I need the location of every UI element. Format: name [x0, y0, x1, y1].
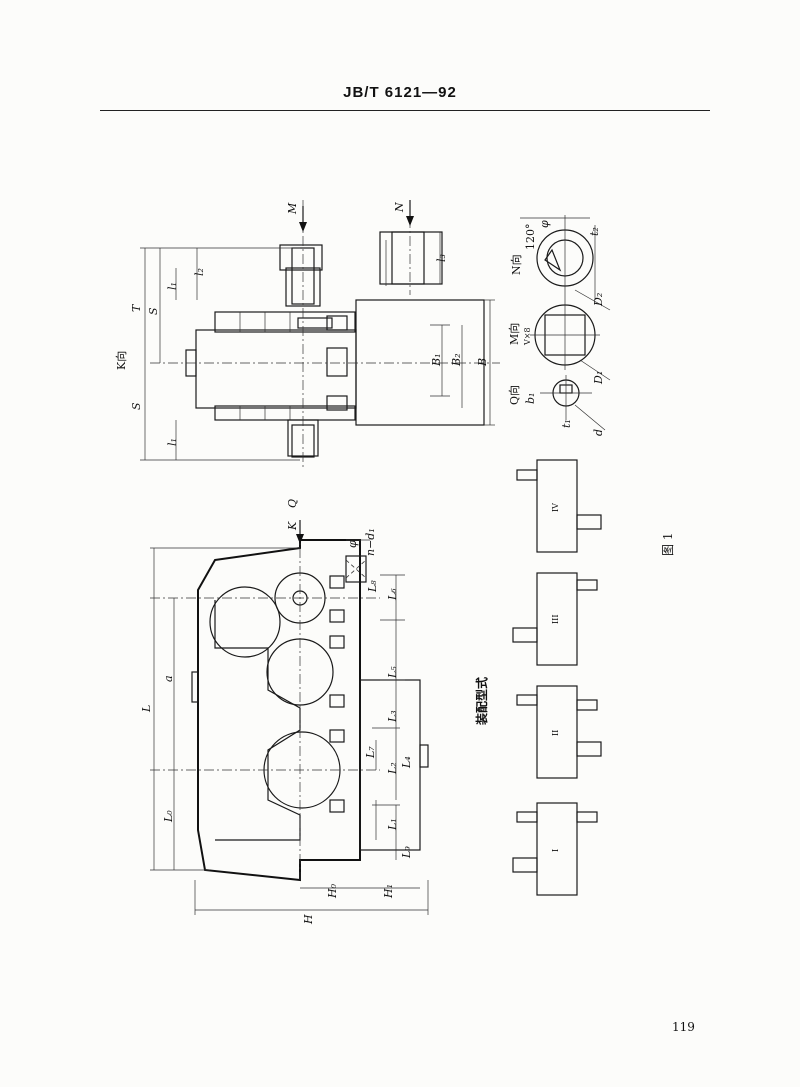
- dim-n-d1: n−d₁: [364, 528, 377, 556]
- dim-L7: L₇: [364, 746, 377, 759]
- assembly-forms: [512, 459, 602, 896]
- dim-L9: L₉: [400, 846, 413, 859]
- dim-L4: L₄: [400, 756, 413, 769]
- dim-L2: L₂: [386, 762, 399, 775]
- assembly-form-iv: [536, 459, 578, 553]
- dim-l2: l₂: [193, 268, 206, 276]
- dim-H0: H₀: [326, 883, 339, 899]
- n-view-shaft: [379, 231, 443, 285]
- gear-stack-bottom: [214, 405, 356, 421]
- phi-q-label: φ: [346, 540, 359, 548]
- assembly-form-iv-label: IV: [551, 503, 560, 512]
- inner-bearing-box: [326, 347, 348, 377]
- dim-l1-top: l₁: [166, 282, 179, 290]
- dim-B: B: [476, 358, 489, 367]
- standard-number-header: JB/T 6121—92: [343, 84, 457, 101]
- dim-a: a: [162, 675, 175, 682]
- assembly-title: 装配型式: [474, 677, 489, 726]
- dim-S-bottom: S: [130, 402, 143, 410]
- dim-l3: l₃: [435, 254, 448, 262]
- dim-T: T: [130, 303, 143, 312]
- assembly-form-iii-label: III: [551, 615, 560, 624]
- assembly-form-i: [536, 802, 578, 896]
- figure-caption: 图 1: [661, 533, 675, 556]
- front-view-drawing: [150, 520, 429, 915]
- dim-B2: B₂: [450, 354, 463, 368]
- intermediate-gear-1: [209, 586, 281, 658]
- top-view-drawing: [140, 200, 500, 470]
- arrow-K-label: K: [286, 521, 299, 531]
- header-rule: [100, 110, 710, 111]
- d-label: d: [592, 429, 605, 436]
- housing-outline: [197, 539, 361, 882]
- t2-label: t₂: [588, 227, 601, 236]
- shaft-section-views: [520, 215, 611, 431]
- assembly-form-ii-label: II: [551, 730, 560, 736]
- assembly-form-i-label: I: [551, 849, 560, 852]
- phi-n-label: φ: [538, 220, 551, 228]
- t1-label: t₁: [560, 419, 573, 428]
- arrow-Q-label: Q: [286, 499, 299, 508]
- m-view-label: M向: [507, 323, 521, 345]
- D1-label: D₁: [592, 371, 605, 385]
- dim-H: H: [302, 914, 315, 925]
- dim-L5: L₅: [386, 666, 399, 679]
- assembly-form-ii: [536, 685, 578, 779]
- dim-L0: L₀: [162, 810, 175, 823]
- spline-label: V×8: [523, 327, 532, 346]
- assembly-form-iii: [536, 572, 578, 666]
- q-view-label: Q向: [507, 385, 521, 405]
- dim-S-top: S: [147, 307, 160, 315]
- D2-label: D₂: [592, 293, 605, 307]
- b1-label: b₁: [524, 393, 537, 404]
- dim-L8: L₈: [366, 580, 379, 593]
- gear-stack-top: [214, 311, 356, 333]
- dim-l1-bottom: l₁: [166, 438, 179, 446]
- dim-L1: L₁: [386, 818, 399, 831]
- k-view-label: K向: [114, 351, 128, 370]
- angle-label: 120°: [524, 224, 537, 251]
- housing-end-block: [355, 299, 485, 426]
- dim-L3: L₃: [386, 710, 399, 723]
- dim-H1: H₁: [382, 884, 395, 899]
- n-view-label: N向: [509, 254, 523, 275]
- page-number: 119: [672, 1020, 695, 1034]
- arrow-N-label: N: [393, 202, 406, 213]
- dim-L: L: [140, 705, 153, 713]
- dim-B1: B₁: [430, 354, 443, 368]
- arrow-M-label: M: [286, 202, 299, 215]
- dim-L6: L₆: [386, 588, 399, 601]
